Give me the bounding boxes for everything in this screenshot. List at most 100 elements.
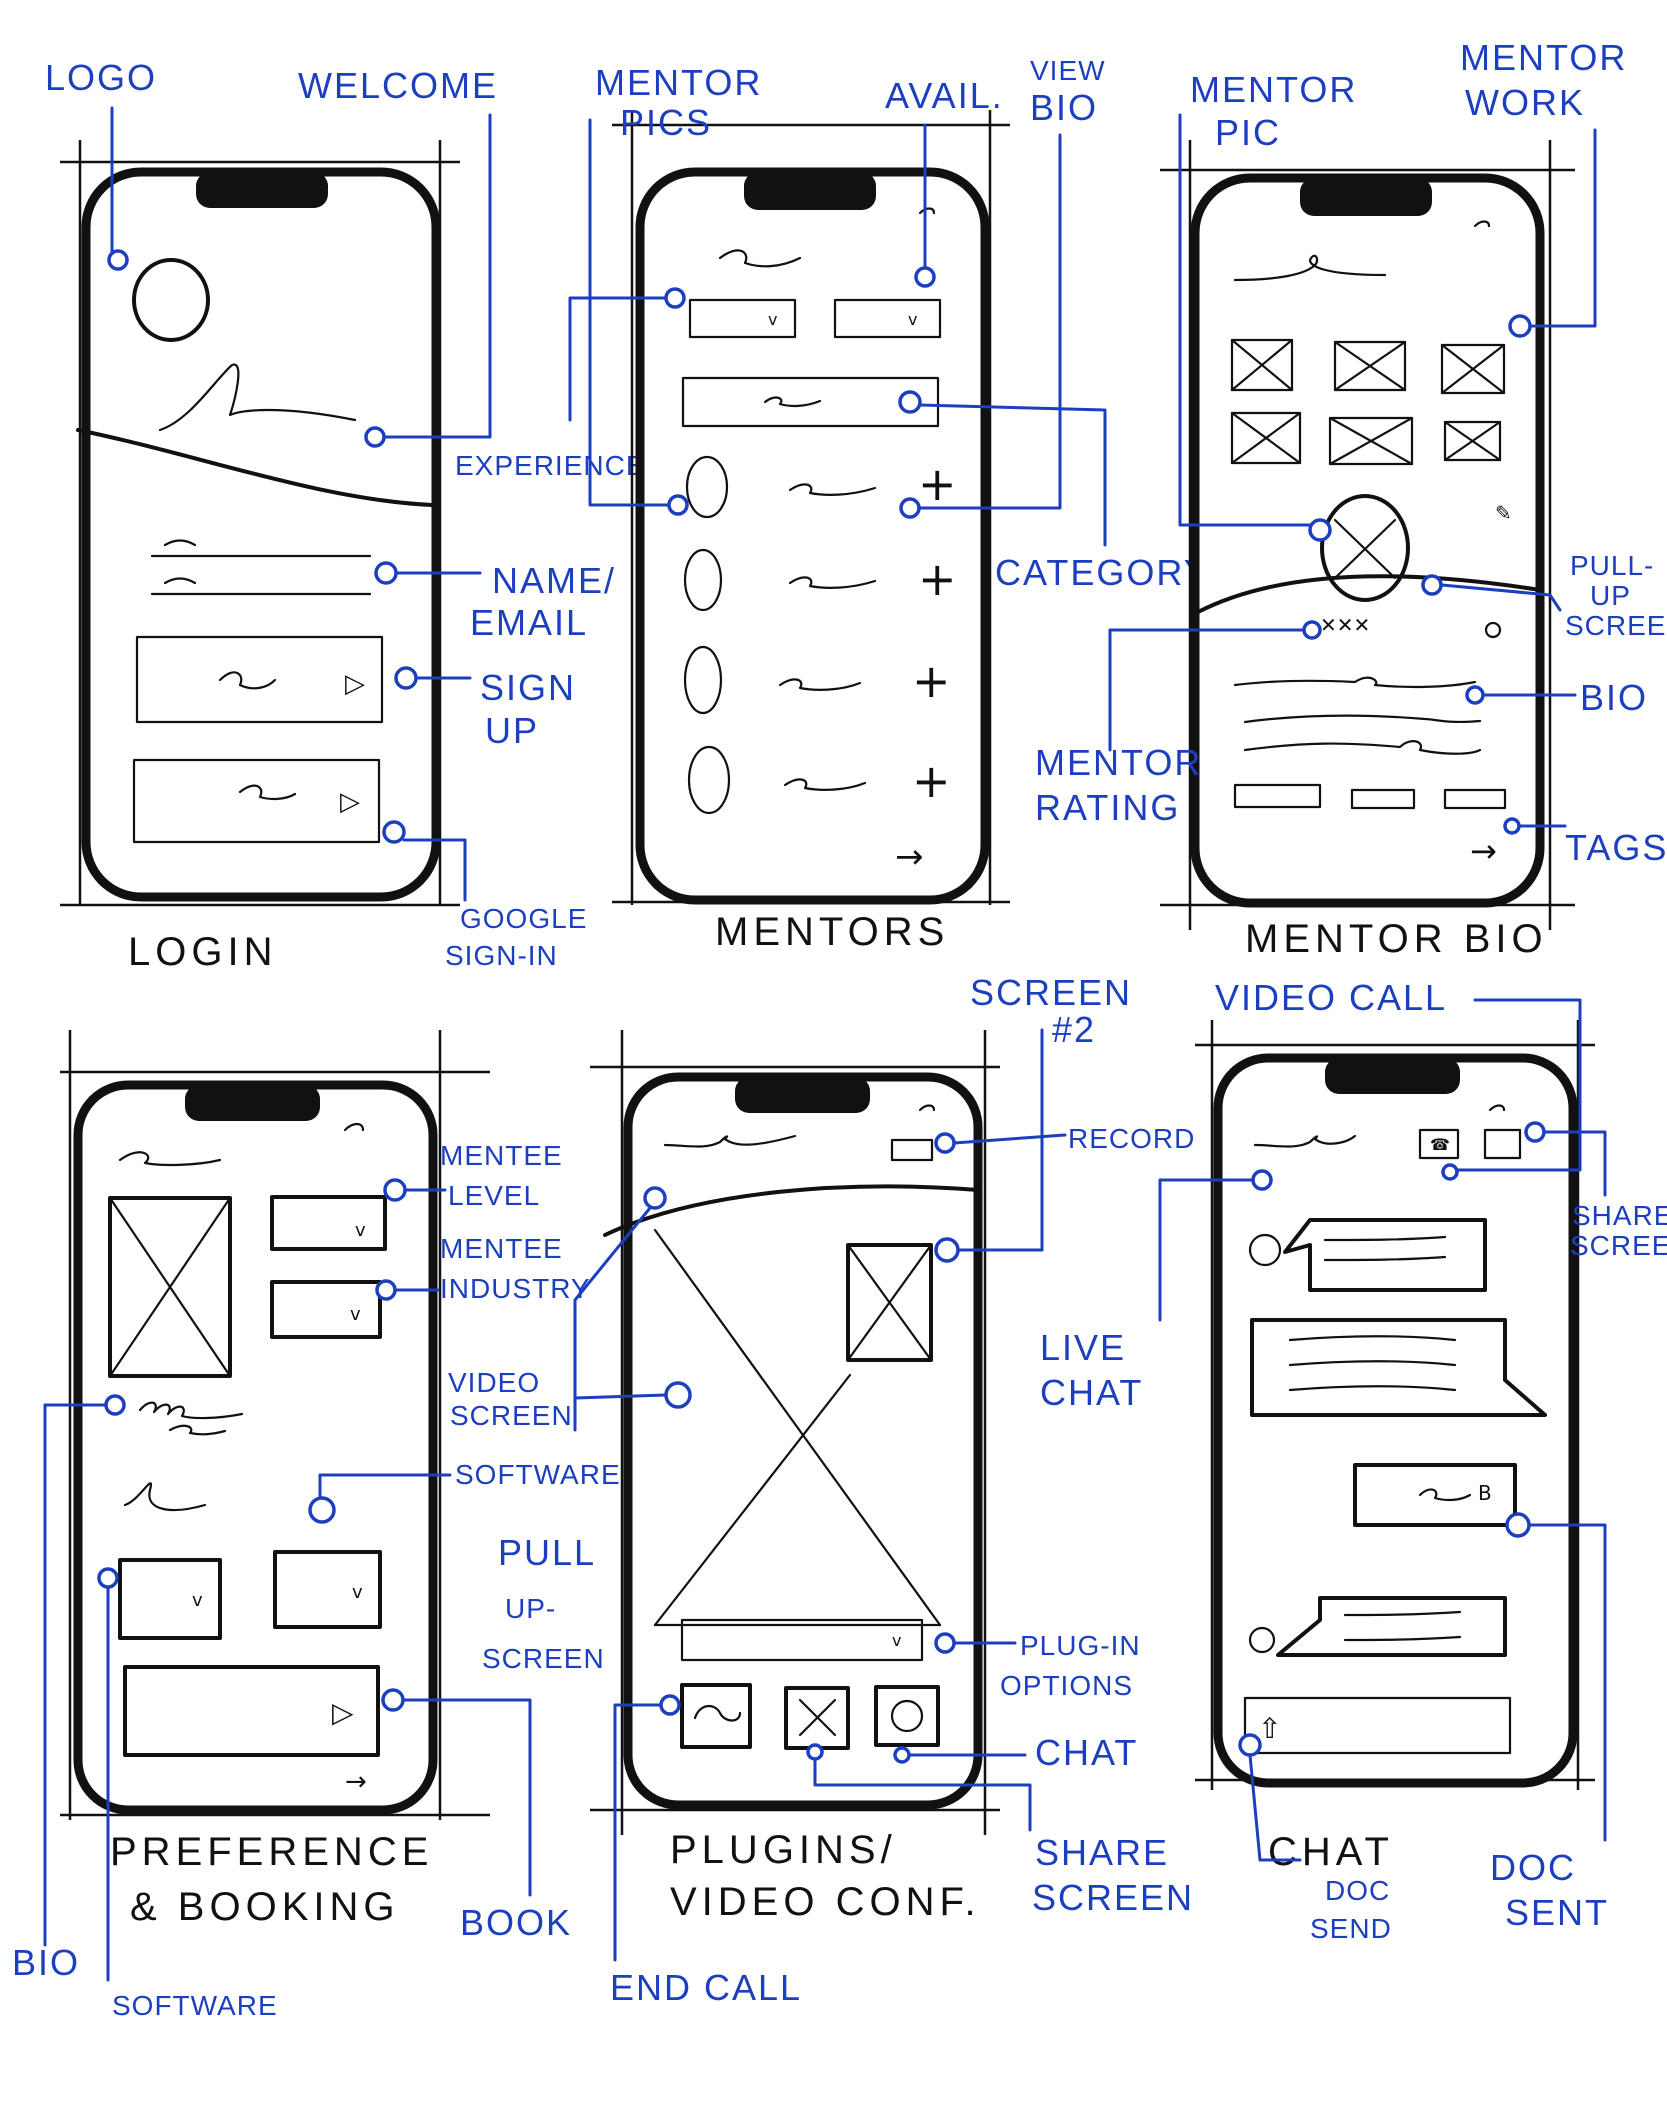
rating-stars-icon: ✕✕✕ — [1320, 613, 1370, 637]
mentors-screen: v v + + + + — [568, 55, 1210, 954]
mentee-industry-dropdown[interactable] — [270, 1280, 382, 1339]
plugins-screen: v PLUGINS/ VIDEO CONF. SCREEN #2 RECORD … — [573, 972, 1195, 2008]
share-screen-chat-button[interactable] — [1483, 1128, 1522, 1160]
pull-up-label-3: SCREEN — [1565, 610, 1667, 641]
live-chat-label-2: CHAT — [1040, 1372, 1143, 1413]
plug-in-options-dropdown[interactable] — [680, 1618, 924, 1662]
bio-label: BIO — [1580, 677, 1648, 718]
google-sign-in-button[interactable] — [132, 758, 381, 844]
edit-icon[interactable]: ✎ — [1495, 501, 1512, 525]
video-screen-label-1: VIDEO — [448, 1367, 540, 1398]
plugins-title-2: VIDEO CONF. — [670, 1880, 981, 1924]
mentor-list: + + + + — [683, 455, 957, 815]
list-item[interactable]: + — [683, 645, 951, 715]
tag-chip[interactable] — [1233, 783, 1322, 809]
pull-up-pref-label-1: PULL — [498, 1532, 596, 1573]
chevron-down-icon: v — [192, 1590, 203, 1611]
logo-placeholder — [132, 258, 210, 342]
category-label: CATEGORY — [995, 552, 1210, 593]
filter-dropdown-1[interactable] — [688, 298, 797, 339]
name-email-label-2: EMAIL — [470, 602, 588, 643]
pull-up-sheet-curve — [1196, 574, 1542, 614]
view-bio-label-1: VIEW — [1030, 55, 1106, 86]
chat-screen: ☎ B ⇧ CHAT — [1040, 977, 1667, 1944]
screen-2-label-1: SCREEN — [970, 972, 1132, 1013]
software-dropdown-2[interactable] — [273, 1550, 382, 1629]
next-arrow-icon[interactable]: → — [895, 837, 924, 877]
list-item[interactable]: + — [683, 548, 957, 612]
login-screen: ▷ ▷ LOGIN LOGO WELCOME EXPERIENCE NAME/ … — [45, 57, 645, 974]
video-call-label: VIDEO CALL — [1215, 977, 1447, 1018]
mentors-title: MENTORS — [715, 910, 949, 954]
preference-title-2: & BOOKING — [130, 1885, 400, 1929]
chevron-down-icon: v — [352, 1582, 363, 1603]
welcome-label: WELCOME — [298, 65, 498, 106]
add-icon[interactable]: + — [912, 654, 951, 708]
list-item — [1250, 1318, 1547, 1417]
plug-in-label-2: OPTIONS — [1000, 1670, 1133, 1701]
tag-chip[interactable] — [1443, 788, 1507, 810]
sign-up-button[interactable] — [135, 635, 384, 724]
pip-video-placeholder — [846, 1243, 933, 1362]
google-label-2: SIGN-IN — [445, 940, 558, 971]
mentee-level-dropdown[interactable] — [270, 1195, 387, 1251]
plug-in-label-1: PLUG-IN — [1020, 1630, 1141, 1661]
mentor-pic-label-2: PIC — [1215, 112, 1281, 153]
play-icon: ▷ — [345, 669, 365, 699]
record-label: RECORD — [1068, 1123, 1195, 1154]
message-input[interactable] — [1243, 1696, 1512, 1755]
doc-send-label-2: SEND — [1310, 1913, 1392, 1944]
software-label: SOFTWARE — [455, 1459, 621, 1490]
list-item[interactable]: + — [687, 745, 951, 815]
bio-pref-label: BIO — [12, 1942, 80, 1983]
software-bottom-label: SOFTWARE — [112, 1990, 278, 2021]
add-icon[interactable]: + — [912, 754, 951, 808]
google-label-1: GOOGLE — [460, 903, 587, 934]
chat-phone-frame — [1213, 1053, 1578, 1788]
chevron-down-icon: v — [908, 310, 917, 329]
live-chat-label-1: LIVE — [1040, 1327, 1126, 1368]
share-screen-plugins-label-1: SHARE — [1035, 1832, 1169, 1873]
mentor-bio-phone-frame — [1190, 173, 1545, 908]
pull-up-pref-label-3: SCREEN — [482, 1643, 605, 1674]
mentor-bio-title: MENTOR BIO — [1245, 917, 1548, 961]
next-arrow-icon[interactable]: → — [1470, 832, 1497, 870]
doc-send-label-1: DOC — [1325, 1875, 1390, 1906]
category-bar[interactable] — [681, 376, 940, 428]
chat-icon — [890, 1699, 924, 1733]
name-email-label-1: NAME/ — [492, 560, 616, 601]
share-screen-icon — [798, 1698, 837, 1737]
chat-thread: B — [1248, 1218, 1547, 1657]
book-button[interactable] — [123, 1665, 380, 1757]
end-call-button[interactable] — [680, 1683, 752, 1749]
sign-up-label-2: UP — [485, 710, 539, 751]
add-icon[interactable]: + — [918, 457, 957, 511]
next-arrow-icon[interactable]: → — [345, 1767, 367, 1797]
pull-up-pref-label-2: UP- — [505, 1593, 556, 1624]
record-button[interactable] — [890, 1138, 934, 1162]
chevron-down-icon: v — [768, 310, 777, 329]
mentee-level-label-2: LEVEL — [448, 1180, 540, 1211]
chat-button[interactable] — [874, 1685, 940, 1747]
share-screen-chat-label-2: SCREEN — [1570, 1230, 1667, 1261]
video-call-button[interactable] — [1418, 1128, 1460, 1160]
mentor-work-label-1: MENTOR — [1460, 37, 1627, 78]
pull-up-label-2: UP — [1590, 580, 1631, 611]
phone-icon: ☎ — [1430, 1135, 1450, 1154]
mentor-work-grid — [1230, 338, 1506, 466]
tag-chip[interactable] — [1350, 788, 1416, 810]
mentor-bio-screen: ✎ ✕✕✕ → MENTOR BIO MENTOR PIC MENTOR WOR… — [1035, 37, 1667, 961]
doc-icon[interactable]: B — [1478, 1481, 1492, 1505]
profile-image-placeholder — [108, 1196, 232, 1378]
logo-label: LOGO — [45, 57, 157, 98]
add-icon[interactable]: + — [918, 552, 957, 606]
video-screen-label-2: SCREEN — [450, 1400, 573, 1431]
mentor-pics-label-1: MENTOR — [595, 62, 762, 103]
attach-icon[interactable]: ⇧ — [1258, 1712, 1281, 1745]
video-screen-placeholder — [653, 1228, 942, 1627]
filter-dropdown-2[interactable] — [833, 298, 942, 339]
software-dropdown-1[interactable] — [118, 1558, 222, 1640]
list-item[interactable]: + — [685, 455, 957, 519]
chevron-down-icon: v — [355, 1220, 366, 1241]
